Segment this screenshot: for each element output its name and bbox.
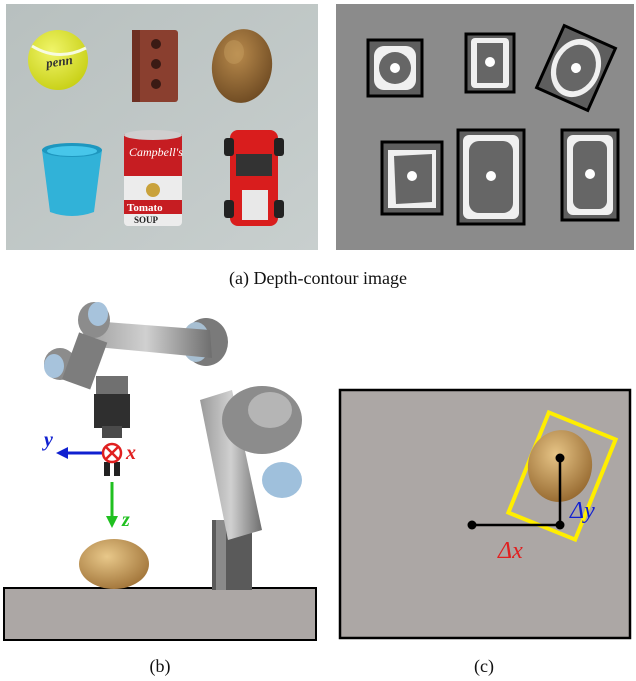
object-photo: penn Campbell's Tomato SOUP: [6, 4, 318, 250]
can-label: Tomato: [127, 202, 163, 214]
contour-box: [464, 32, 516, 94]
grasp-offset-panel: Δx Δy: [338, 388, 632, 640]
delta-x-label: Δx: [497, 538, 523, 564]
table: [3, 587, 317, 641]
robot-arm: [44, 302, 302, 590]
contour-box: [560, 128, 620, 222]
delta-y-label: Δy: [569, 498, 595, 524]
ball-brand-text: penn: [44, 52, 74, 71]
brick: [132, 30, 178, 102]
robot-arm-panel: y x z: [3, 302, 317, 641]
depth-contour-image: [336, 4, 634, 250]
caption-a: (a) Depth-contour image: [229, 268, 407, 288]
tennis-ball: penn: [28, 30, 88, 90]
contour-box: [380, 140, 444, 216]
contour-box: [366, 38, 424, 98]
can-brand: Campbell's: [129, 145, 183, 159]
toy-car: [224, 130, 284, 226]
contour-box: [534, 23, 618, 113]
soup-can: Campbell's Tomato SOUP: [124, 130, 183, 226]
potato: [79, 539, 149, 589]
can-sub: SOUP: [134, 215, 159, 225]
caption-c: (c): [474, 656, 494, 676]
tool-frame-axes: y x z: [42, 429, 136, 531]
axis-y-label: y: [42, 429, 53, 451]
caption-b: (b): [149, 656, 171, 676]
axis-x-label: x: [125, 442, 136, 464]
potato: [211, 29, 273, 103]
cup: [42, 143, 102, 216]
axis-z-label: z: [121, 509, 130, 531]
contour-box: [456, 128, 526, 226]
